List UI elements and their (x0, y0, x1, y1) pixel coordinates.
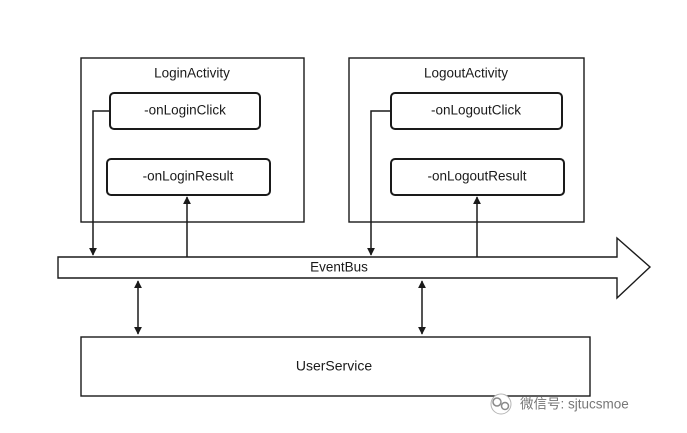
login-click-to-bus-arrow (89, 110, 110, 256)
user-service-box: UserService (80, 336, 591, 397)
user-service-label: UserService (296, 358, 372, 374)
login-activity-title: LoginActivity (154, 66, 230, 81)
watermark-text: 微信号: sjtucsmoe (520, 397, 629, 412)
on-logout-click-label: -onLogoutClick (431, 103, 521, 118)
logout-activity-title: LogoutActivity (424, 66, 508, 81)
on-logout-result-node: -onLogoutResult (390, 158, 565, 196)
logout-click-to-bus-arrow (367, 110, 391, 256)
on-login-click-label: -onLoginClick (144, 103, 226, 118)
on-login-result-label: -onLoginResult (143, 169, 234, 184)
wechat-watermark: 微信号: sjtucsmoe (490, 393, 629, 415)
event-bus-arrow: EventBus (57, 236, 652, 300)
on-logout-click-node: -onLogoutClick (390, 92, 563, 130)
on-logout-result-label: -onLogoutResult (427, 169, 526, 184)
event-bus-label: EventBus (310, 260, 368, 275)
on-login-result-node: -onLoginResult (106, 158, 271, 196)
on-login-click-node: -onLoginClick (109, 92, 261, 130)
login-activity-box: LoginActivity (80, 57, 305, 223)
logout-activity-box: LogoutActivity (348, 57, 585, 223)
wechat-icon (490, 393, 512, 415)
